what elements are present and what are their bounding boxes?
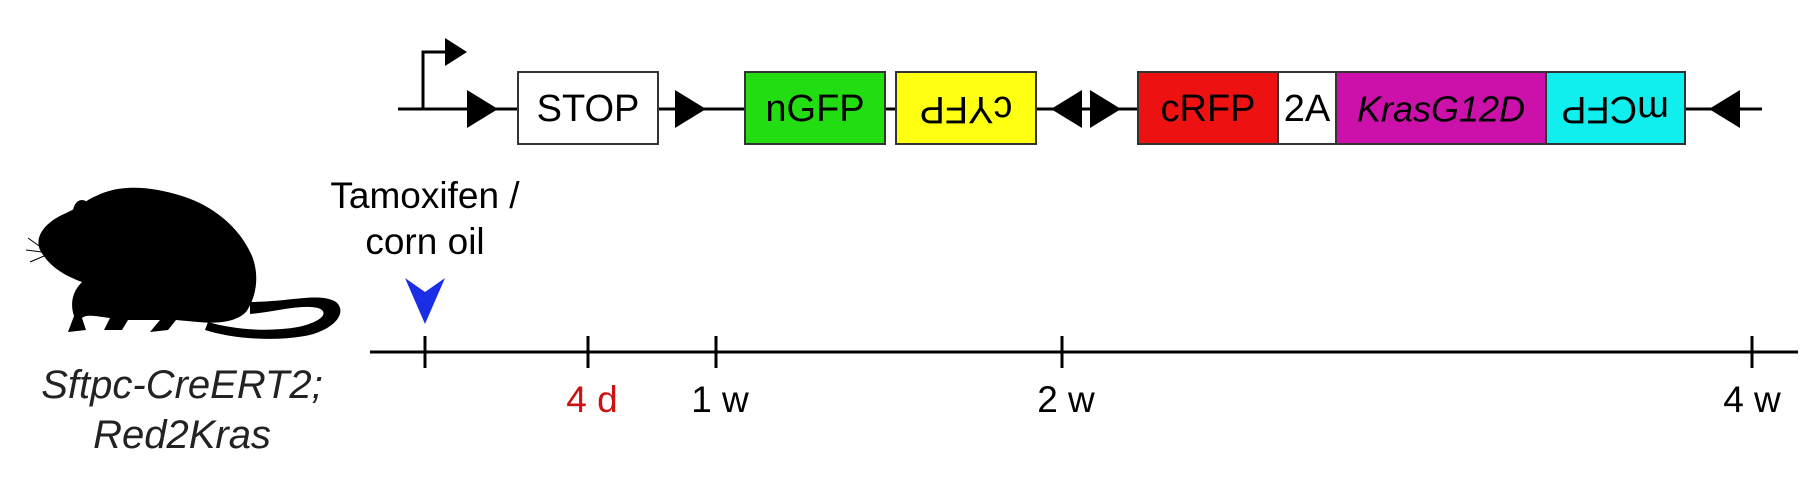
mouse-genotype-line1: Sftpc-CreERT2; [41,363,323,407]
construct-box-ngfp: nGFP [744,71,886,145]
construct-box-cyfp: cYFP [895,71,1037,145]
mouse-genotype-line2: Red2Kras [93,413,271,457]
construct-label: cRFP [1161,88,1256,130]
construct-box-stop: STOP [517,71,659,145]
timeline-tick-label: 4 w [1723,379,1781,420]
timeline: 4 d 1 w 2 w 4 w [370,336,1798,420]
treatment-annotation: Tamoxifen / corn oil [330,175,520,324]
timeline-tick-label: 4 d [566,379,617,420]
loxp-left-icon [1051,90,1082,128]
treatment-label-line2: corn oil [365,221,484,262]
promoter-arrow-icon [421,38,467,109]
construct-box-krasg12d: KrasG12D [1335,71,1547,145]
treatment-label-line1: Tamoxifen / [330,175,520,216]
construct-label: 2A [1284,88,1331,130]
timeline-tick-label: 1 w [691,379,749,420]
construct-label: mCFP [1561,88,1669,130]
injection-arrowhead-icon [405,278,445,324]
construct-label: KrasG12D [1357,89,1525,130]
construct-box-crfp: cRFP [1137,71,1279,145]
construct-box-mcfp: mCFP [1545,71,1686,145]
loxp-right-icon [675,90,706,128]
construct-label: nGFP [765,88,864,130]
loxp-right-icon [1090,90,1121,128]
timeline-tick-label: 2 w [1037,379,1095,420]
construct-box-2a: 2A [1277,71,1337,145]
construct-label: STOP [537,88,640,130]
mouse-silhouette-icon [25,187,341,339]
loxp-left-icon [1709,90,1740,128]
construct-label: cYFP [920,88,1013,130]
loxp-right-icon [467,90,498,128]
genetic-construct: STOP nGFP cYFP cRFP 2A KrasG12D mCFP [398,38,1762,145]
